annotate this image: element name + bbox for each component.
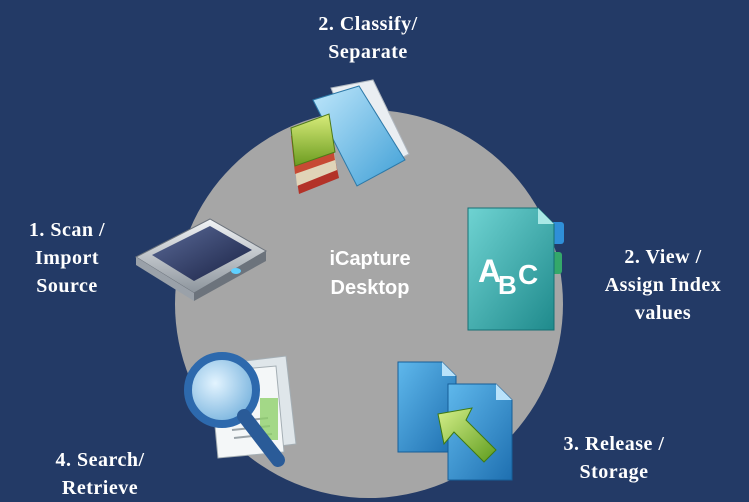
- center-label: iCapture Desktop: [270, 245, 470, 303]
- step-release-line2: Storage: [579, 461, 649, 483]
- step-classify-line1: 2. Classify/: [318, 13, 418, 35]
- step-view-line1: 2. View /: [624, 246, 702, 268]
- center-label-line1: iCapture: [329, 248, 411, 270]
- magnifier-documents-icon: [184, 352, 297, 467]
- release-arrow-icon: [397, 361, 513, 481]
- step-classify-label: 2. Classify/ Separate: [278, 10, 458, 66]
- step-search-label: 4. Search/ Retrieve: [20, 446, 180, 502]
- step-view-label: 2. View / Assign Index values: [578, 243, 748, 327]
- scanner-icon: [134, 218, 267, 301]
- step-scan-line1: 1. Scan /: [28, 219, 106, 241]
- center-label-line2: Desktop: [330, 277, 410, 299]
- step-scan-label: 1. Scan / Import Source: [8, 216, 126, 300]
- folder-books-icon: [290, 79, 410, 194]
- abc-document-icon: A B C: [467, 207, 564, 331]
- step-scan-line2: Import: [34, 247, 100, 269]
- step-view-line3: values: [634, 302, 692, 324]
- step-scan-line3: Source: [36, 275, 98, 297]
- step-search-line2: Retrieve: [61, 477, 139, 499]
- step-view-line2: Assign Index: [604, 274, 722, 296]
- step-release-label: 3. Release / Storage: [534, 430, 694, 486]
- abc-letter-b: B: [498, 270, 517, 300]
- abc-letter-c: C: [518, 259, 538, 290]
- abc-letter-a: A: [478, 253, 501, 289]
- step-classify-line2: Separate: [328, 41, 408, 63]
- step-search-line1: 4. Search/: [55, 449, 145, 471]
- step-release-line1: 3. Release /: [563, 433, 665, 455]
